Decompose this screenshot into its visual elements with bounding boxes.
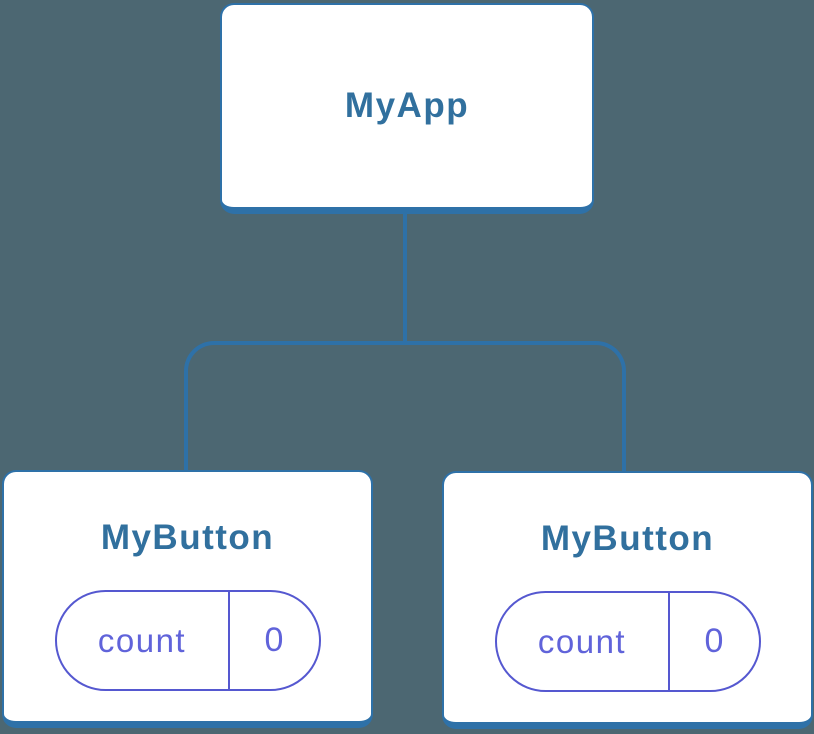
child-node-label: MyButton: [100, 518, 275, 557]
state-pill-value: 0: [704, 622, 724, 660]
connector-branch-bracket: [184, 341, 626, 473]
root-node-label: MyApp: [344, 86, 470, 125]
state-pill-divider: [227, 592, 230, 689]
state-pill-key: count: [537, 622, 627, 660]
state-pill-value: 0: [264, 621, 284, 659]
child-node-label: MyButton: [540, 519, 715, 558]
state-pill: count 0: [494, 591, 761, 692]
state-pill-divider: [667, 593, 670, 690]
child-node-mybutton-right: MyButton count 0: [442, 471, 813, 729]
connector-stem-line: [403, 208, 407, 345]
root-node-myapp: MyApp: [220, 3, 594, 214]
child-node-mybutton-left: MyButton count 0: [2, 470, 373, 728]
state-pill-key: count: [97, 621, 187, 659]
state-pill: count 0: [54, 590, 321, 691]
